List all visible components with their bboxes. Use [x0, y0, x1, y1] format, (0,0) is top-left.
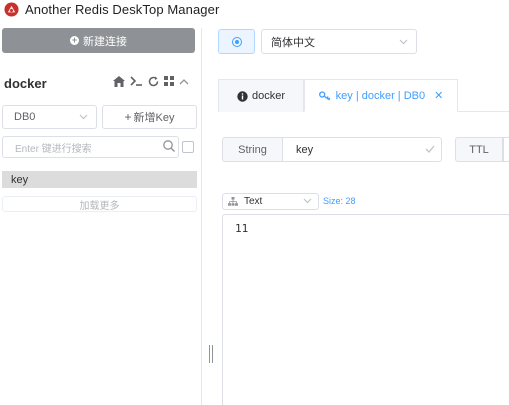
language-select-value: 简体中文 [271, 36, 315, 49]
dark-mode-toggle[interactable] [218, 29, 255, 54]
exact-search-checkbox[interactable] [182, 141, 194, 153]
chevron-up-icon[interactable] [179, 78, 189, 85]
key-icon [318, 90, 330, 101]
tab-bar: docker key | docker | DB0 ✕ [218, 79, 509, 112]
redis-logo-icon [4, 1, 19, 17]
chevron-down-icon [303, 196, 312, 207]
tree-icon [228, 197, 238, 206]
load-more-button[interactable]: 加载更多 [2, 196, 197, 212]
key-type-label: String [222, 137, 282, 162]
language-select[interactable]: 简体中文 [261, 29, 417, 54]
connection-name[interactable]: docker [4, 76, 47, 91]
db-select-value: DB0 [14, 111, 36, 123]
key-name-input[interactable]: key [282, 137, 442, 162]
tab-docker[interactable]: docker [218, 79, 304, 112]
connection-actions [113, 73, 189, 89]
format-select[interactable]: Text [222, 193, 319, 210]
ttl-label: TTL [455, 137, 503, 162]
key-list-item-label: key [11, 173, 29, 186]
new-connection-label: 新建连接 [83, 35, 127, 48]
close-icon[interactable]: ✕ [434, 90, 444, 102]
key-name-value: key [296, 143, 314, 156]
value-size-label: Size: 28 [323, 196, 356, 206]
format-select-value: Text [244, 196, 263, 207]
value-editor[interactable] [222, 214, 509, 405]
window-title: Another Redis DeskTop Manager [25, 1, 220, 17]
home-icon[interactable] [113, 75, 125, 87]
load-more-label: 加载更多 [79, 200, 120, 212]
search-input[interactable]: Enter 键进行搜索 [2, 136, 179, 158]
tab-docker-label: docker [251, 90, 286, 102]
chevron-down-icon [399, 36, 408, 48]
resize-handle[interactable] [209, 345, 213, 363]
tab-key-label: key | docker | DB0 [335, 89, 426, 102]
chevron-down-icon [79, 112, 88, 122]
plus-circle-icon: + [70, 35, 79, 45]
add-key-button[interactable]: + 新增Key [102, 105, 197, 129]
ttl-input[interactable] [503, 137, 509, 162]
search-placeholder: Enter 键进行搜索 [15, 143, 92, 155]
info-icon [237, 90, 248, 102]
grid-icon[interactable] [164, 76, 174, 86]
search-icon[interactable] [162, 139, 176, 153]
check-icon[interactable] [425, 144, 435, 156]
db-select[interactable]: DB0 [2, 105, 97, 129]
plus-icon: + [124, 110, 132, 124]
tab-key-detail[interactable]: key | docker | DB0 ✕ [304, 79, 458, 112]
title-bar: Another Redis DeskTop Manager [0, 0, 509, 18]
refresh-icon[interactable] [148, 76, 159, 87]
add-key-label: 新增Key [133, 112, 175, 124]
radio-icon [231, 36, 242, 47]
value-text: 11 [235, 222, 249, 235]
pane-divider [201, 28, 202, 405]
key-list-item[interactable]: key [2, 171, 197, 188]
terminal-icon[interactable] [130, 76, 143, 86]
new-connection-button[interactable]: + 新建连接 [2, 28, 195, 53]
